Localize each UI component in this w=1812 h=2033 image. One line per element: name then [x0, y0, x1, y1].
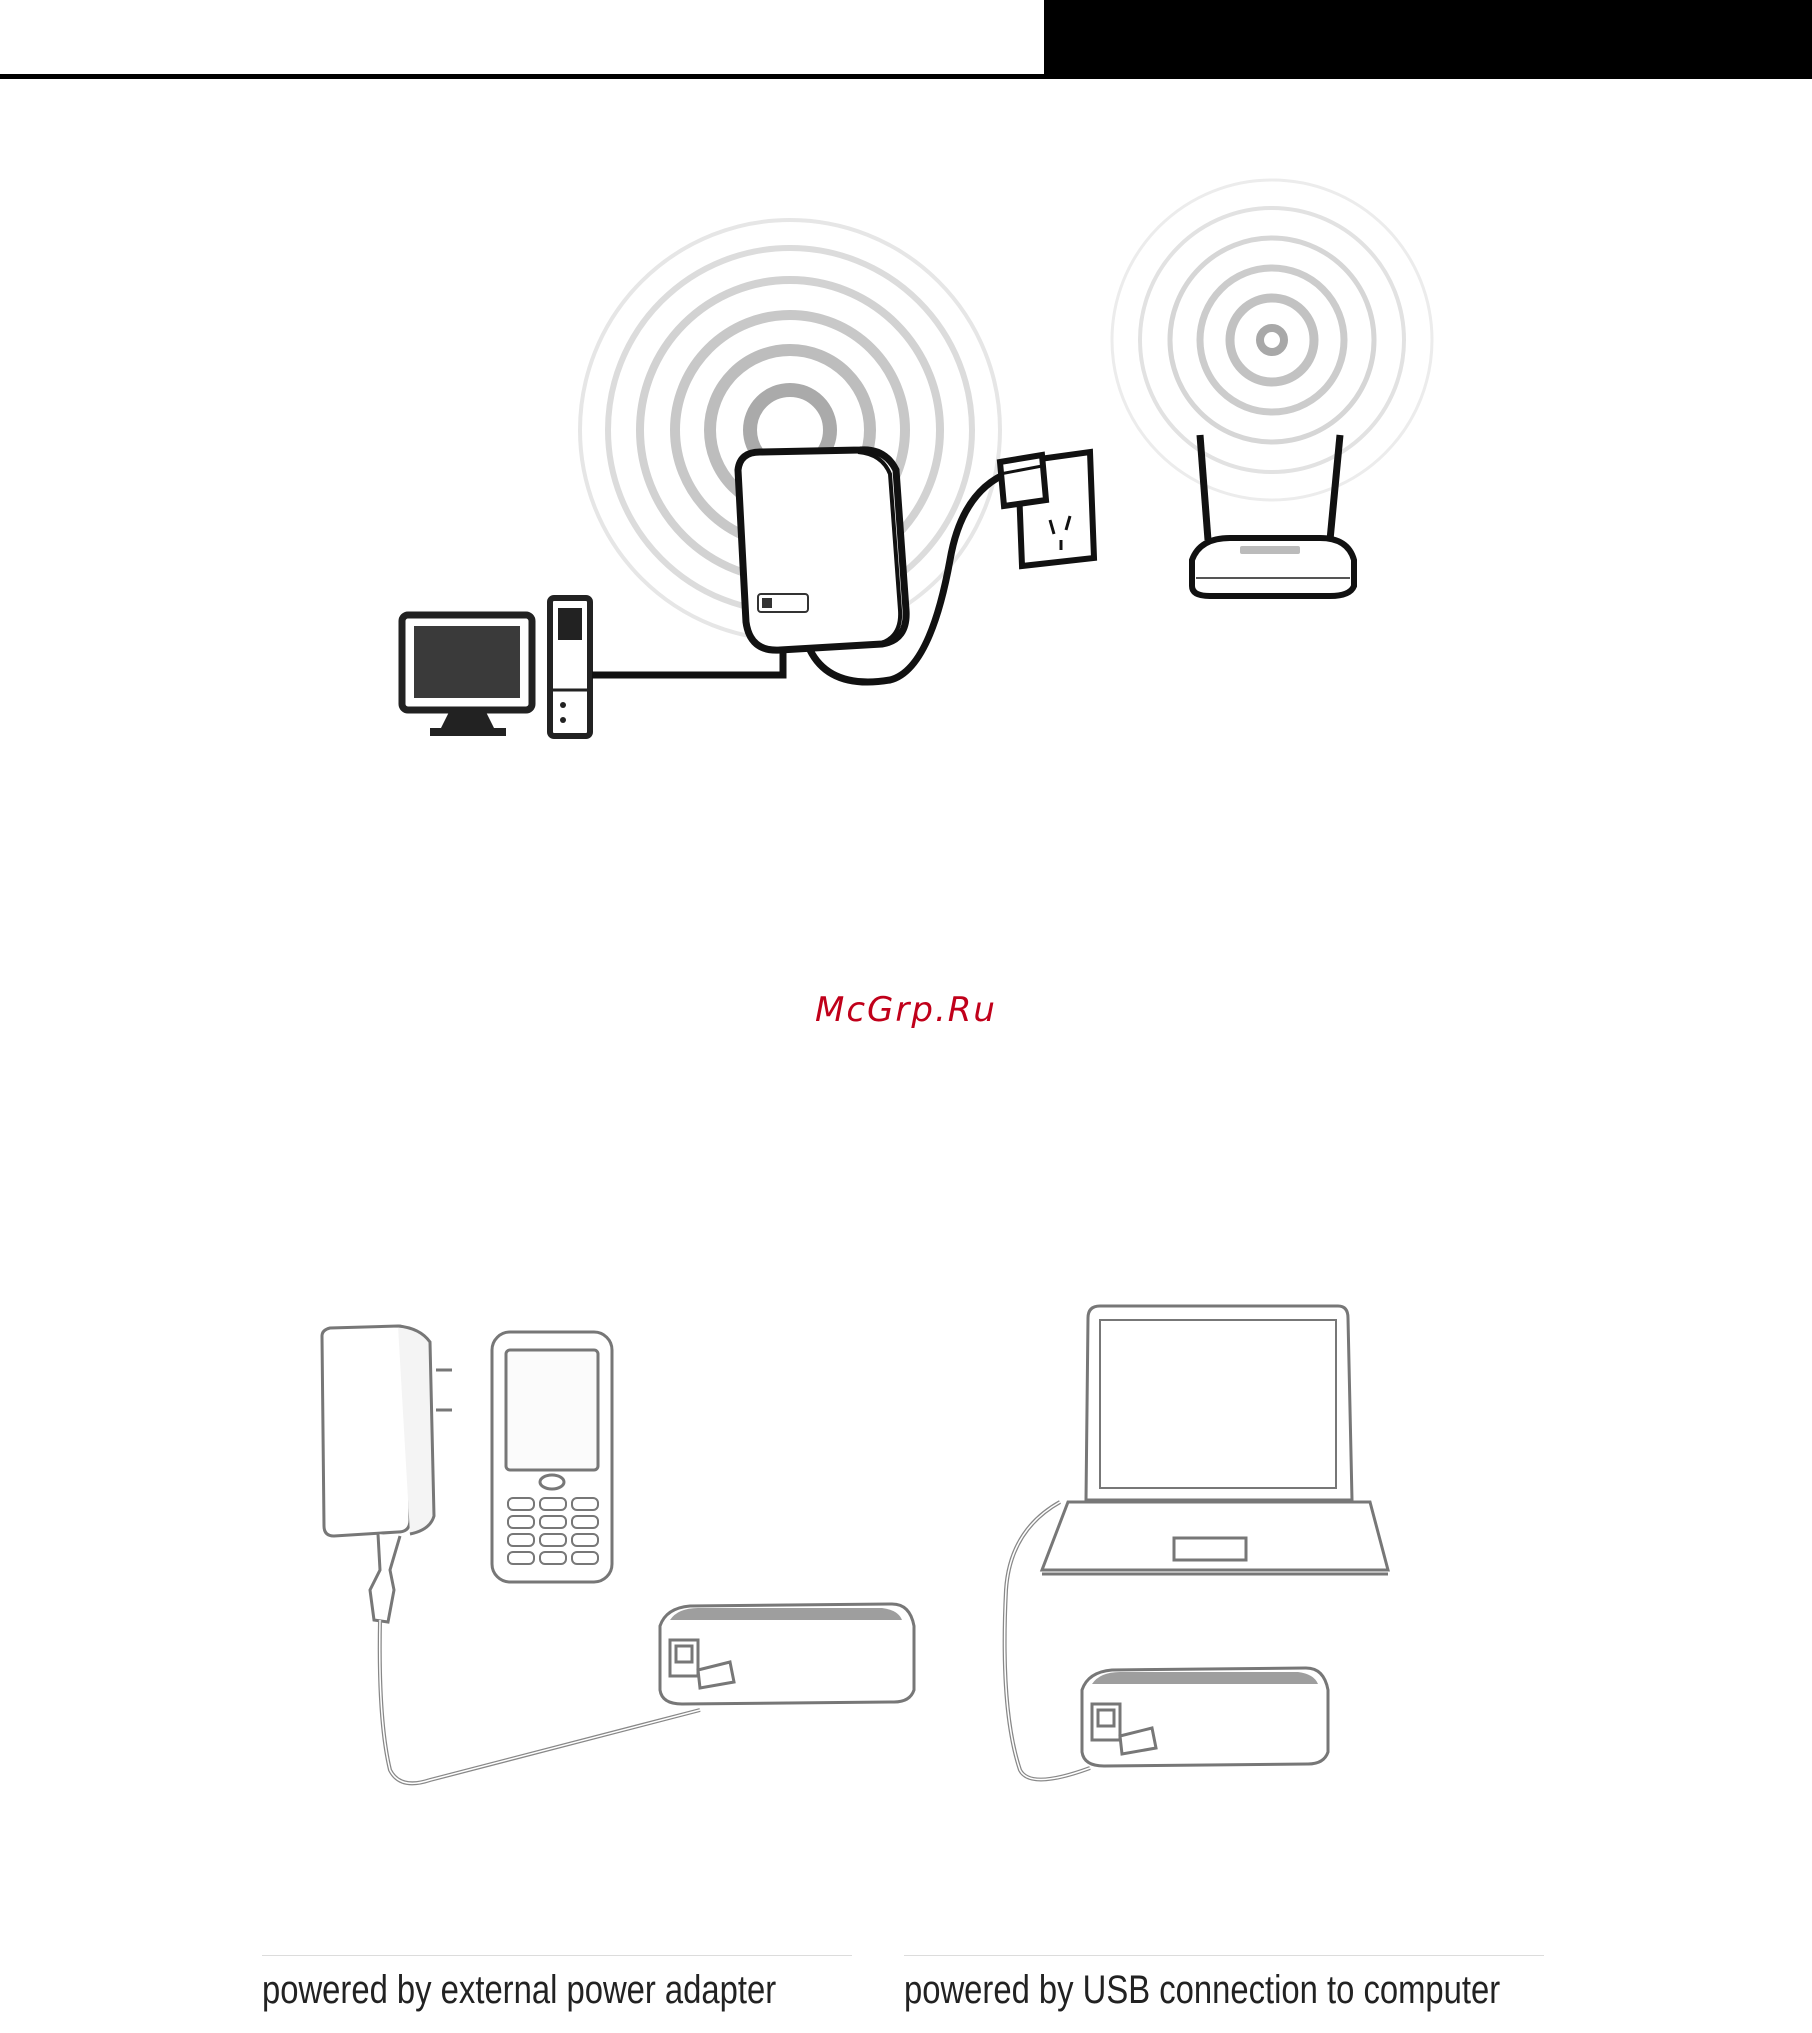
caption-rule-left: [262, 1955, 852, 1956]
header-rule: [0, 74, 1812, 79]
ethernet-cable: [592, 650, 783, 675]
router-icon: [738, 450, 906, 650]
power-options-figure: [230, 1290, 1590, 1870]
desktop-computer-icon: [402, 598, 590, 736]
wifi-signal-rings-right: [1112, 180, 1432, 500]
mobile-phone-icon: [492, 1332, 612, 1582]
router-icon: [1082, 1668, 1328, 1766]
adapter-cable: [380, 1620, 700, 1783]
header-bar: [1044, 0, 1812, 76]
caption-usb-connection: powered by USB connection to computer: [904, 1968, 1500, 2013]
router-icon: [660, 1604, 914, 1704]
wall-outlet-icon: [1000, 452, 1094, 566]
watermark: McGrp.Ru: [0, 990, 1812, 1030]
caption-rule-right: [904, 1955, 1544, 1956]
network-diagram-figure: [330, 110, 1480, 760]
caption-external-adapter: powered by external power adapter: [262, 1968, 776, 2013]
laptop-icon: [1042, 1306, 1388, 1574]
power-adapter-icon: [322, 1326, 452, 1622]
